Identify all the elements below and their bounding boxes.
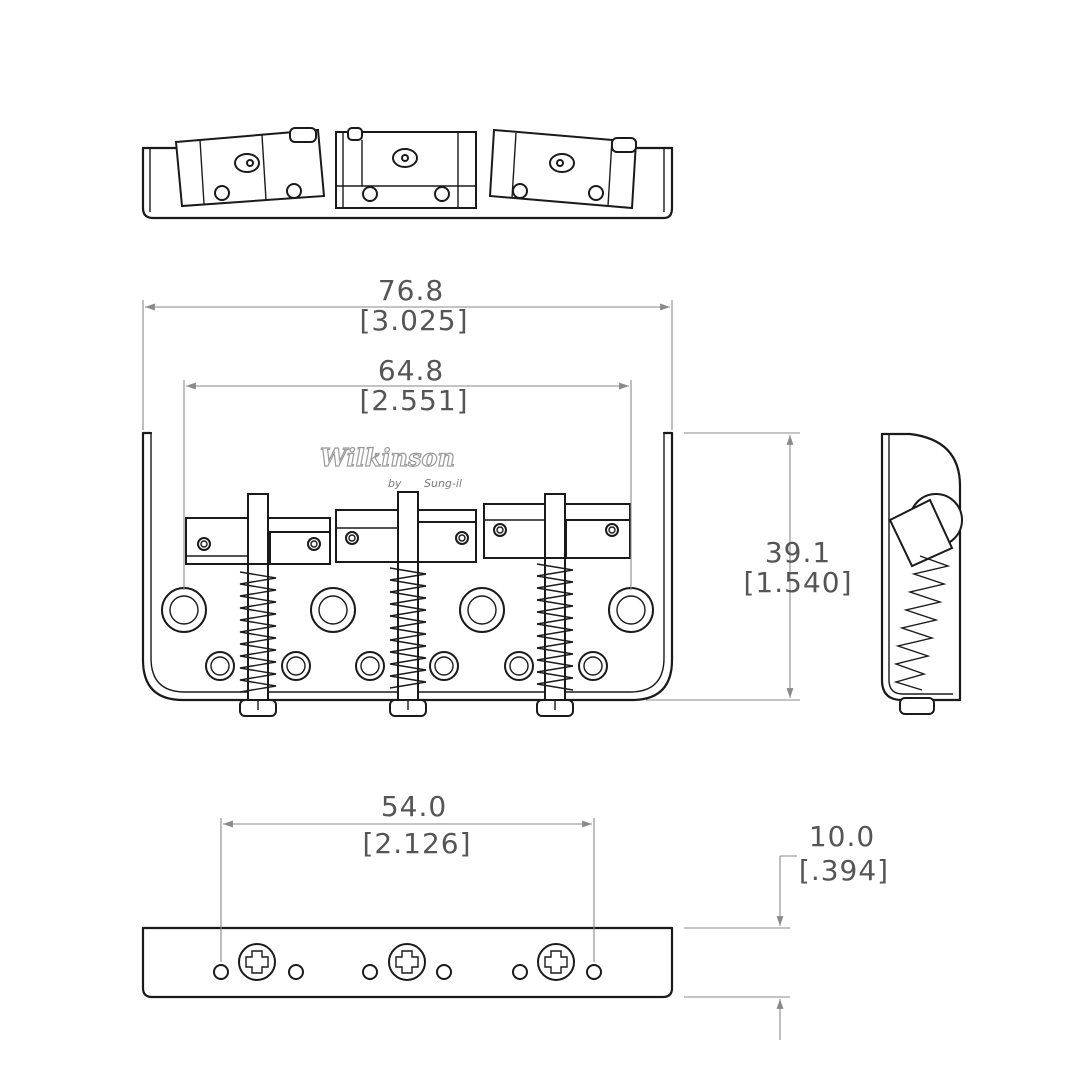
intonation-screw-heads [239, 699, 574, 717]
mount-hole-2 [310, 587, 356, 633]
saddle-3 [483, 493, 631, 559]
side-view-spring [893, 555, 951, 691]
side-view-screw-head [899, 697, 935, 715]
side-view [880, 432, 963, 715]
top-view-baseplate [141, 146, 674, 220]
rear-view-plate [141, 926, 674, 999]
plate-height-mm: 10.0 [809, 820, 875, 853]
spring-2 [389, 567, 427, 689]
mount-hole-4 [608, 587, 654, 633]
saddle-span-mm: 64.8 [378, 354, 444, 387]
logo-signature: Sung-il [424, 477, 462, 490]
depth-in: [1.540] [743, 566, 852, 599]
spring-1 [239, 571, 277, 693]
saddle-1 [185, 493, 331, 565]
top-view-saddle-1 [174, 127, 326, 208]
dimension-mount-spacing: 54.0 [2.126] [220, 790, 595, 962]
string-holes [205, 651, 608, 681]
saddle-span-in: [2.551] [359, 384, 468, 417]
dimension-plate-height: 10.0 [.394] [684, 820, 889, 1040]
mount-spacing-mm: 54.0 [381, 790, 447, 823]
phillips-screw-2 [388, 943, 426, 981]
spring-3 [536, 563, 574, 691]
top-view [141, 127, 674, 220]
depth-mm: 39.1 [765, 536, 831, 569]
logo-byline: by [388, 477, 402, 490]
side-view-profile [880, 432, 962, 702]
phillips-screw-1 [238, 943, 276, 981]
dimension-depth: 39.1 [1.540] [646, 432, 852, 701]
side-view-saddle [888, 493, 963, 568]
mount-hole-1 [161, 587, 207, 633]
mount-hole-3 [459, 587, 505, 633]
overall-width-in: [3.025] [359, 304, 468, 337]
rear-view-holes [213, 964, 602, 980]
dimension-overall-width: 76.8 [3.025] [142, 274, 673, 430]
mount-spacing-in: [2.126] [362, 827, 471, 860]
front-view: Wilkinson by Sung-il [141, 431, 674, 717]
overall-width-mm: 76.8 [378, 274, 444, 307]
rear-view [141, 926, 674, 999]
logo-text: Wilkinson [320, 443, 455, 472]
top-view-saddle-3 [488, 128, 638, 210]
top-view-saddle-2 [335, 127, 477, 209]
plate-height-in: [.394] [799, 854, 889, 887]
phillips-screw-3 [537, 943, 575, 981]
dimension-saddle-span: 64.8 [2.551] [183, 354, 632, 590]
wilkinson-logo: Wilkinson by Sung-il [319, 442, 462, 490]
saddle-2 [335, 491, 477, 563]
